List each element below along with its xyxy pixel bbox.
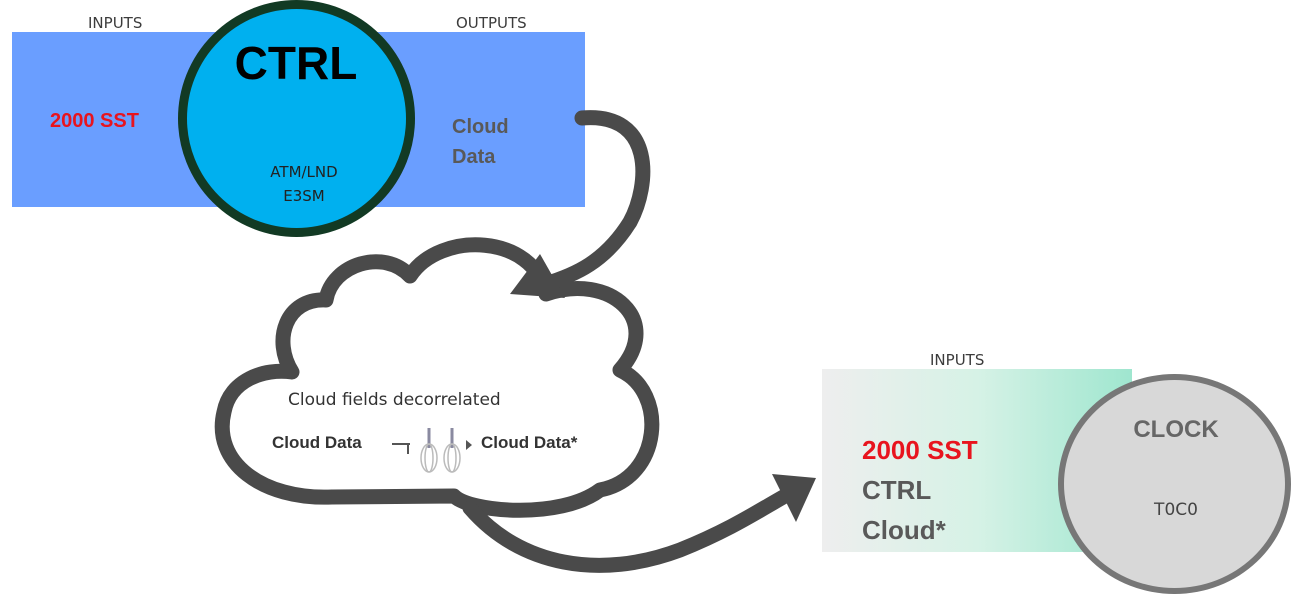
clock-input-sst: 2000 SST — [862, 435, 978, 465]
cloud-shape — [214, 237, 660, 518]
whisk-icon — [392, 428, 472, 473]
ctrl-model-line1: ATM/LND — [270, 163, 338, 181]
outputs-label: OUTPUTS — [456, 14, 527, 32]
ctrl-input-sst: 2000 SST — [50, 110, 139, 132]
clock-input-ctrl: CTRL — [862, 475, 932, 505]
arrow-cloud-to-clock — [462, 488, 793, 573]
cloud-caption: Cloud fields decorrelated — [288, 390, 501, 410]
ctrl-output-line1: Cloud — [452, 116, 509, 138]
cloud-from-label: Cloud Data — [272, 433, 362, 452]
clock-model-title: CLOCK — [1133, 416, 1219, 443]
ctrl-model-circle — [178, 0, 415, 237]
clock-input-cloud: Cloud* — [862, 515, 946, 545]
clock-model-circle — [1058, 374, 1291, 594]
ctrl-output-line2: Data — [452, 146, 496, 168]
inputs-label: INPUTS — [88, 14, 143, 32]
arrow-ctrl-to-cloud-head — [510, 254, 565, 298]
ctrl-model-line2: E3SM — [283, 187, 325, 205]
clock-model-subtitle: T0C0 — [1154, 500, 1198, 520]
ctrl-model-title: CTRL — [234, 37, 358, 89]
ctrl-model-desc: ATM/LND E3SM — [270, 160, 337, 208]
clock-inputs-label: INPUTS — [930, 351, 985, 369]
ctrl-output-cloud-data: Cloud Data — [452, 112, 509, 172]
arrow-cloud-to-clock-head — [772, 474, 816, 522]
cloud-to-label: Cloud Data* — [481, 433, 578, 452]
arrow-ctrl-to-cloud — [537, 110, 651, 292]
clock-input-list: 2000 SST CTRL Cloud* — [862, 430, 978, 550]
